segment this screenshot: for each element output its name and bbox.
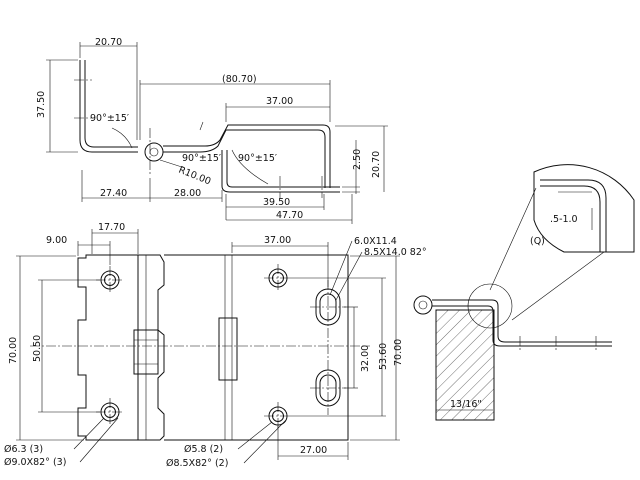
detail-knuckle [413, 295, 433, 315]
angle-right: 90°±15′ [238, 153, 277, 164]
dim-20-70-right: 20.70 [371, 151, 382, 178]
dim-37-00-top: 37.00 [266, 96, 293, 107]
dim-27-40: 27.40 [100, 188, 127, 199]
dim-37-00: 37.00 [264, 235, 291, 246]
hole-right-b: Ø8.5X82° (2) [166, 458, 228, 469]
slot-small-label: 6.0X11.4 [354, 236, 397, 247]
dim-2-50: 2.50 [352, 149, 363, 170]
right-leaf-outline [164, 254, 349, 441]
hole-right-a: Ø5.8 (2) [184, 444, 223, 455]
dim-27-00: 27.00 [300, 445, 327, 456]
angle-mid: 90°±15′ [182, 153, 221, 164]
detail-magnifier [533, 164, 635, 253]
dim-13-16: 13/16" [450, 399, 482, 410]
label-q: (Q) [530, 236, 545, 247]
dim-5-10: .5-1.0 [550, 214, 578, 225]
hole-left-a: Ø6.3 (3) [4, 444, 43, 455]
hatched-section [435, 309, 495, 421]
dim-39-50: 39.50 [263, 197, 290, 208]
dim-28-00: 28.00 [174, 188, 201, 199]
hole-left-b: Ø9.0X82° (3) [4, 457, 66, 468]
detail-view: .5-1.0 (Q) 13/16" [413, 164, 635, 421]
left-leaf-profile [79, 60, 138, 153]
slot-large-label: 8.5X14.0 82° [364, 247, 427, 258]
angle-left: 90°±15′ [90, 113, 129, 124]
dim-32-00: 32.00 [360, 345, 371, 372]
knuckle-circle [144, 142, 164, 162]
top-view: 20.70 37.50 (80.70) 37.00 90°±15′ 90°±15… [36, 37, 388, 224]
knuckle-section [138, 254, 165, 441]
dim-53-60: 53.60 [378, 343, 389, 370]
dim-9-00: 9.00 [46, 235, 67, 246]
dim-50-50: 50.50 [32, 335, 43, 362]
dim-47-70: 47.70 [276, 210, 303, 221]
front-view: 17.70 9.00 37.00 6.0X11.4 8.5X14.0 82° 7… [4, 222, 427, 469]
radius-label: R10.00 [177, 165, 212, 188]
dim-37-50: 37.50 [36, 91, 47, 118]
dim-20-70-top: 20.70 [95, 37, 122, 48]
middle-profile [163, 124, 331, 188]
dim-70-00-right: 70.00 [393, 339, 404, 366]
left-leaf-outline [77, 254, 139, 441]
dim-80-70: (80.70) [222, 74, 257, 85]
dim-70-00-left: 70.00 [8, 337, 19, 364]
dim-17-70: 17.70 [98, 222, 125, 233]
